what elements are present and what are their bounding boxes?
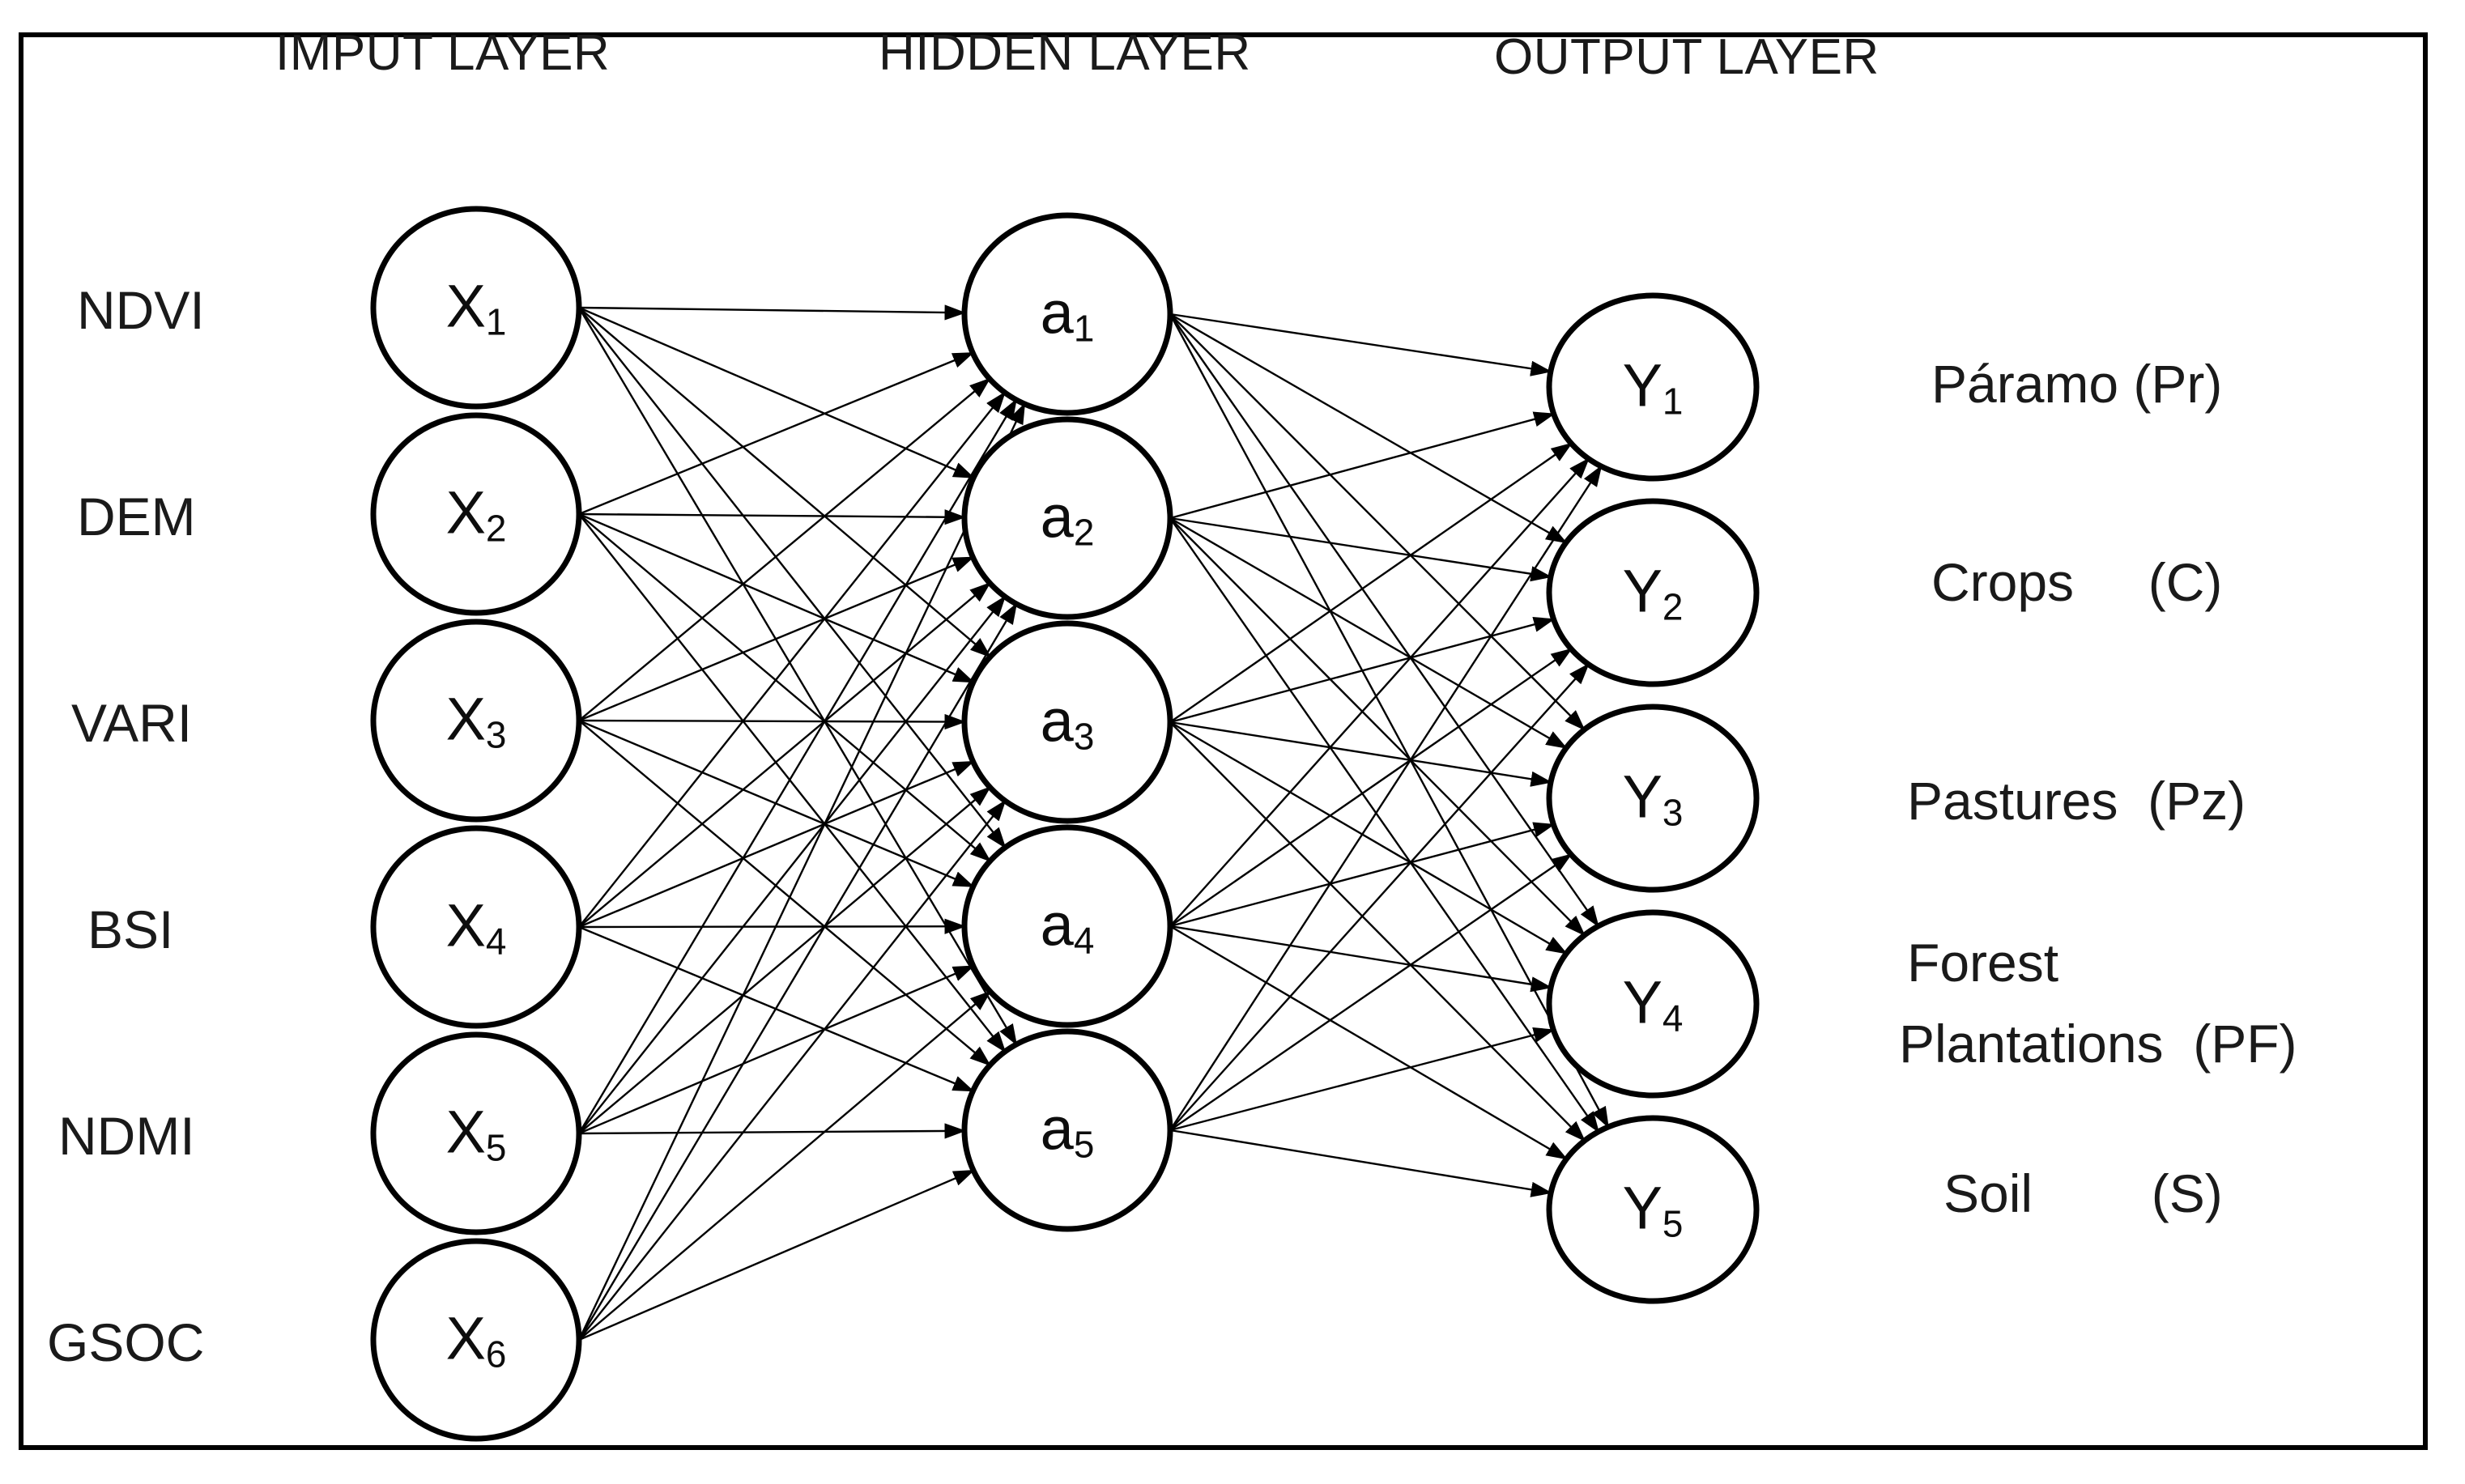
node-label-a5: a5 [1040,1095,1095,1166]
input-feature-label-gsoc: GSOC [47,1312,205,1372]
input-feature-label-dem: DEM [77,487,196,546]
input-feature-label-ndmi: NDMI [58,1106,195,1166]
input-layer-title: IMPUT LAYER [275,25,611,81]
hidden-layer-title: HIDDEN LAYER [879,25,1251,81]
node-label-a2: a2 [1040,483,1095,554]
node-label-x2: X2 [445,478,507,550]
node-label-x4: X4 [445,891,507,963]
output-class-label-forest: Forest [1907,933,2059,993]
output-class-label-soil: Soil (S) [1943,1163,2223,1223]
input-feature-label-bsi: BSI [87,899,174,959]
node-label-x3: X3 [445,685,507,756]
node-label-x5: X5 [445,1098,507,1169]
figure-border [19,32,2428,1450]
node-label-a1: a1 [1040,279,1095,350]
output-class-label-forest-plantations: Plantations (PF) [1899,1014,2297,1074]
output-class-label-pastures: Pastures (Pz) [1907,771,2246,831]
node-label-y3: Y3 [1622,763,1684,834]
input-feature-label-ndvi: NDVI [77,280,205,340]
output-layer-title: OUTPUT LAYER [1494,29,1880,85]
node-label-y2: Y2 [1622,557,1684,628]
node-label-x1: X1 [445,272,507,343]
node-label-y1: Y1 [1622,351,1684,423]
node-label-y4: Y4 [1622,968,1684,1040]
node-label-a4: a4 [1040,891,1095,962]
node-label-a3: a3 [1040,687,1095,758]
output-class-label-crops: Crops (C) [1931,552,2223,612]
output-class-label-paramo: Páramo (Pr) [1931,354,2223,414]
input-feature-label-vari: VARI [71,693,193,753]
node-label-x6: X6 [445,1304,507,1376]
node-label-y5: Y5 [1622,1174,1684,1245]
